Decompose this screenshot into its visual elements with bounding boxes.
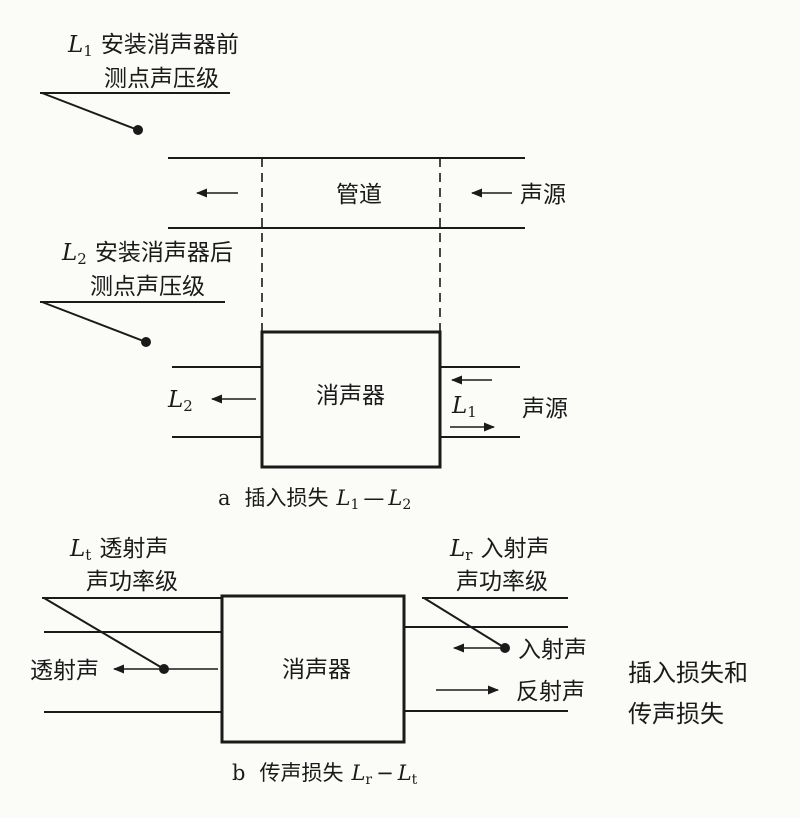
figure-title-line2: 传声损失 xyxy=(628,700,724,728)
caption-a-s1: L xyxy=(336,486,351,510)
l2-leader-line xyxy=(41,301,147,343)
lr-leader-line xyxy=(423,597,506,649)
lr-symbol: L xyxy=(449,536,465,562)
svg-text:L1: L1 xyxy=(451,393,477,421)
in-symbol: L xyxy=(451,393,467,419)
l1-measure-point xyxy=(133,125,143,135)
muffler-box-a xyxy=(260,330,442,469)
muffler-box-b xyxy=(220,594,406,744)
l2-line1: 安装消声器后 xyxy=(95,240,233,266)
caption-b-prefix: b xyxy=(232,761,245,785)
lr-line1: 入射声 xyxy=(480,536,549,562)
l1-line2: 测点声压级 xyxy=(104,66,219,92)
caption-a-text: 插入损失 xyxy=(245,486,329,510)
in-subscript: 1 xyxy=(467,403,477,421)
caption-b-text: 传声损失 xyxy=(259,761,343,785)
caption-a-s1sub: 1 xyxy=(350,497,359,513)
l1-subscript: 1 xyxy=(83,42,93,60)
caption-a-s2: L xyxy=(387,486,402,510)
caption-b-s2sub: t xyxy=(412,772,418,788)
l2-measure-point xyxy=(141,337,151,347)
lr-subscript: r xyxy=(465,546,473,564)
lt-measure-point xyxy=(159,664,169,674)
l1-symbol: L xyxy=(67,32,83,58)
figure-title-line1: 插入损失和 xyxy=(628,659,748,687)
lt-line2: 声功率级 xyxy=(86,569,178,595)
l2-subscript: 2 xyxy=(77,250,87,268)
caption-b: b 传声损失 Lr−Lt xyxy=(232,761,418,788)
pipe: 管道 声源 xyxy=(168,157,566,332)
svg-text:L2: L2 xyxy=(167,387,193,415)
source-label-bottom: 声源 xyxy=(522,396,568,422)
l2-callout: L2 安装消声器后 测点声压级 xyxy=(40,240,233,347)
part-b: Lt 透射声 声功率级 Lr 入射声 声功率级 消声器 透射声 入射声 xyxy=(30,536,587,788)
l1-line1: 安装消声器前 xyxy=(101,32,239,58)
out-subscript: 2 xyxy=(183,397,193,415)
caption-a-prefix: a xyxy=(218,486,231,510)
lt-callout: Lt 透射声 声功率级 xyxy=(42,536,222,670)
l1-callout: L1 安装消声器前 测点声压级 xyxy=(40,32,239,135)
lt-symbol: L xyxy=(69,536,85,562)
caption-b-s2: L xyxy=(397,761,412,785)
lt-subscript: t xyxy=(85,546,91,564)
lr-measure-point xyxy=(500,643,510,653)
reflected-label: 反射声 xyxy=(516,679,585,705)
muffler-label-b: 消声器 xyxy=(282,657,351,683)
pipe-label: 管道 xyxy=(336,182,382,208)
figure-title: 插入损失和 传声损失 xyxy=(628,659,748,728)
lt-leader-line xyxy=(43,597,165,670)
incident-label: 入射声 xyxy=(518,637,587,663)
source-label-top: 声源 xyxy=(520,182,566,208)
l2-symbol: L xyxy=(61,240,77,266)
transmitted-label: 透射声 xyxy=(30,658,99,684)
lr-line2: 声功率级 xyxy=(456,569,548,595)
muffler-label-a: 消声器 xyxy=(316,383,385,409)
muffler-a: 消声器 L2 L1 声源 xyxy=(167,330,568,469)
caption-b-s1sub: r xyxy=(365,772,372,788)
caption-b-s1: L xyxy=(350,761,365,785)
lr-callout: Lr 入射声 声功率级 xyxy=(422,536,568,649)
lt-line1: 透射声 xyxy=(99,536,168,562)
l1-leader-line xyxy=(41,92,139,131)
caption-a-s2sub: 2 xyxy=(402,497,411,513)
l2-line2: 测点声压级 xyxy=(90,274,205,300)
caption-b-dash: − xyxy=(376,761,394,785)
out-symbol: L xyxy=(167,387,183,413)
caption-a-dash: — xyxy=(363,486,384,510)
